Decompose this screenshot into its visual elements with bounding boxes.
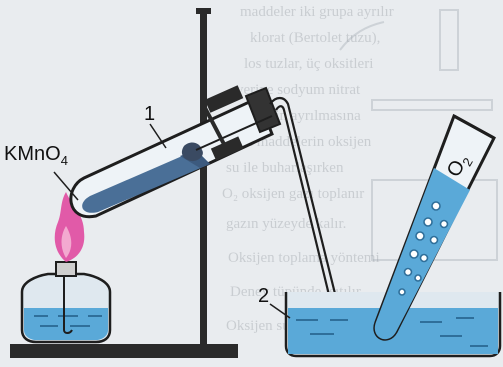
- bg-text-line: su ile buharlaşırken: [226, 160, 344, 176]
- flame: [54, 192, 85, 262]
- collection-water: [374, 168, 470, 340]
- collection-tube: [373, 113, 496, 341]
- bg-text-line: Oksijen toplama yöntemi: [228, 250, 380, 266]
- stopper: [244, 86, 282, 134]
- background-text: maddeler iki grupa ayrılır klorat (Berto…: [222, 4, 394, 334]
- lamp-fuel: [24, 308, 108, 340]
- callout-2: 2: [258, 285, 269, 307]
- clamp-upper: [204, 85, 244, 113]
- retort-stand: [10, 8, 238, 358]
- bg-text-line: klorat (Bertolet tuzu),: [250, 30, 380, 46]
- kmno4-powder: [82, 150, 210, 213]
- callout-2-leader: [269, 303, 291, 319]
- callout-1-leader: [149, 123, 167, 149]
- oxygen-bubbles: [398, 201, 449, 296]
- clamp-lower: [210, 136, 244, 161]
- bg-text-line: maddeler iki grupa ayrılır: [240, 4, 394, 20]
- spirit-lamp: [20, 261, 112, 344]
- lamp-neck: [55, 261, 77, 277]
- bg-text-line: O₂ oksijen gazı toplanır: [222, 186, 364, 202]
- lamp-wick: [63, 276, 73, 334]
- stand-rod: [200, 10, 207, 346]
- callout-1: 1: [144, 103, 155, 125]
- test-tube: [69, 85, 282, 219]
- bg-text-line: gazın yüzeyde kalır.: [226, 216, 346, 232]
- reagent-leader: [53, 171, 79, 201]
- reagent-label: KMnO4: [4, 143, 68, 168]
- bg-text-line: los tuzlar, üç oksitleri: [244, 56, 373, 72]
- stand-base: [10, 344, 238, 358]
